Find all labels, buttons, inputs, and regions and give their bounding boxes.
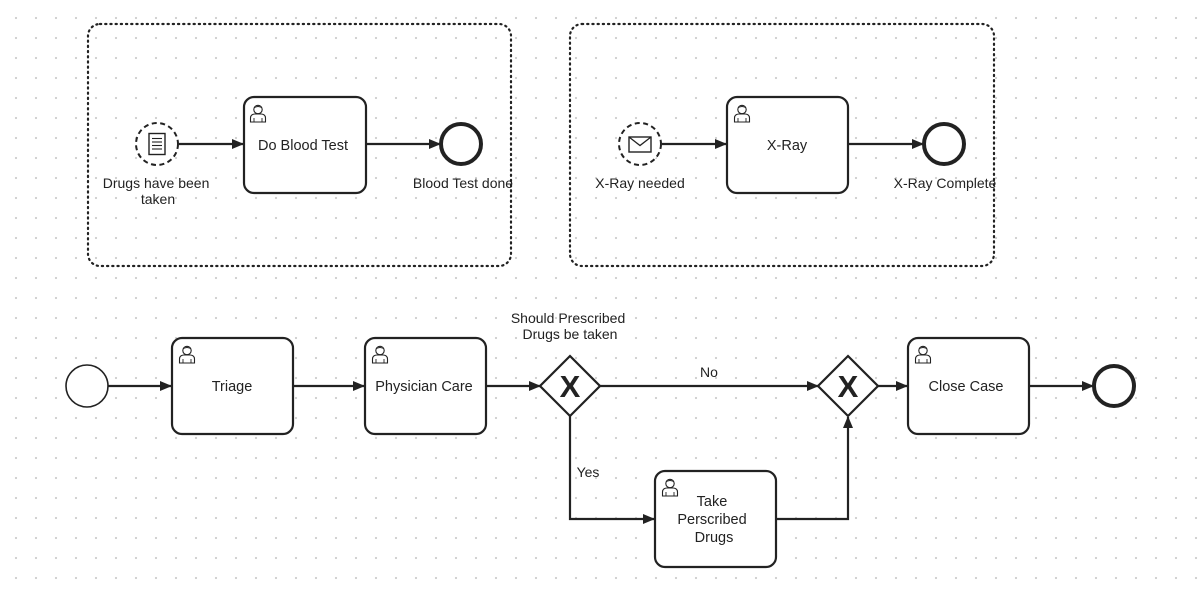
- end-event-label: Blood Test done: [413, 175, 513, 191]
- gateway-x-icon: X: [560, 369, 581, 404]
- sequence-flow-yes[interactable]: [568, 416, 655, 524]
- task-label: Do Blood Test: [258, 138, 348, 154]
- main-process: Triage Physician Care X Should Prescribe…: [65, 310, 1136, 569]
- user-task-xray[interactable]: X-Ray: [725, 95, 850, 195]
- task-label-line: Perscribed: [677, 512, 746, 528]
- event-subprocess-xray[interactable]: X-Ray needed X-Ray X-Ray Complete: [568, 22, 997, 268]
- end-event-label: X-Ray Complete: [894, 175, 997, 191]
- task-label: Physician Care: [375, 379, 473, 395]
- task-label: Close Case: [929, 379, 1004, 395]
- user-task-triage[interactable]: Triage: [170, 336, 295, 436]
- branch-label-no: No: [700, 364, 718, 380]
- task-label: Triage: [212, 379, 253, 395]
- end-event[interactable]: [1092, 364, 1136, 408]
- task-label-line: Drugs: [695, 530, 734, 546]
- user-task-take-prescribed-drugs[interactable]: Take Perscribed Drugs: [653, 469, 778, 569]
- start-event-label-line: Drugs have been: [103, 175, 210, 191]
- gateway-question-line: Drugs be taken: [523, 326, 618, 342]
- task-label-line: Take: [697, 494, 728, 510]
- exclusive-gateway-split[interactable]: X: [538, 354, 602, 418]
- conditional-start-event[interactable]: [135, 122, 179, 166]
- start-event-label-line: taken: [141, 191, 175, 207]
- task-label: Take Perscribed Drugs: [677, 494, 750, 546]
- start-event-label: Drugs have been taken: [103, 175, 214, 207]
- gateway-question-line: Should Prescribed: [511, 310, 625, 326]
- branch-label-yes: Yes: [577, 464, 600, 480]
- gateway-question-label: Should Prescribed Drugs be taken: [511, 310, 629, 342]
- event-subprocess-blood-test[interactable]: Drugs have been taken Do Blood Test Bloo…: [86, 22, 513, 268]
- start-event-label: X-Ray needed: [595, 175, 685, 191]
- task-label: X-Ray: [767, 138, 808, 154]
- user-task-close-case[interactable]: Close Case: [906, 336, 1031, 436]
- end-event[interactable]: [439, 122, 483, 166]
- start-event[interactable]: [65, 364, 109, 408]
- end-event[interactable]: [922, 122, 966, 166]
- message-start-event[interactable]: [618, 122, 662, 166]
- subprocess-border: [86, 22, 513, 268]
- document-icon: [148, 132, 166, 156]
- user-task-do-blood-test[interactable]: Do Blood Test: [242, 95, 368, 195]
- exclusive-gateway-merge[interactable]: X: [816, 354, 880, 418]
- gateway-x-icon: X: [838, 369, 859, 404]
- sequence-flow[interactable]: [776, 416, 853, 521]
- user-task-physician-care[interactable]: Physician Care: [363, 336, 488, 436]
- envelope-icon: [628, 136, 652, 153]
